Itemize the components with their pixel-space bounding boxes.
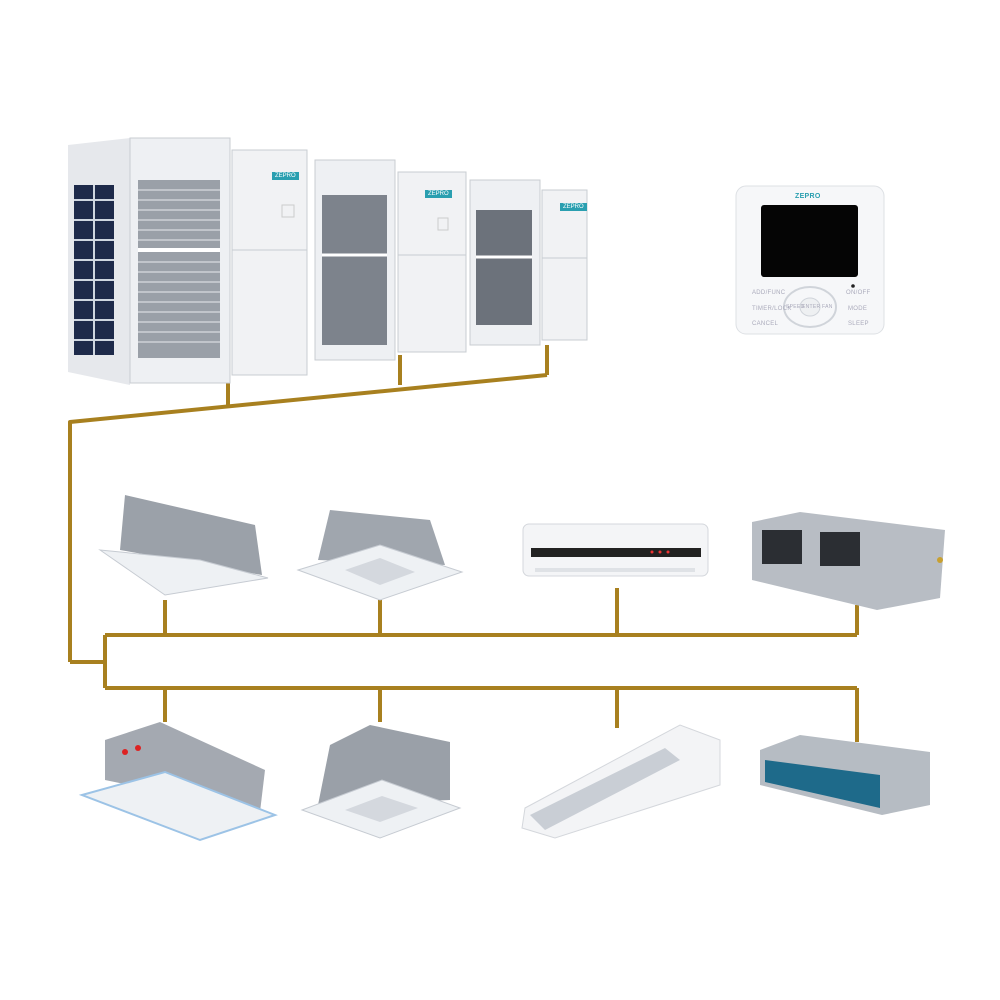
- indoor-unit-four-way-cassette: [296, 510, 464, 601]
- controller-btn-timer-lock: TIMER/LOCK: [752, 306, 792, 312]
- controller-btn-on-off: ON/OFF: [846, 290, 871, 296]
- refrigerant-pipes: [68, 345, 859, 742]
- wired-controller: [735, 185, 885, 335]
- controller-btn-add-func: ADD/FUNC: [752, 290, 786, 296]
- outdoor-unit-1: [68, 137, 308, 385]
- outdoor-unit-3-logo: ZEPRO: [560, 203, 587, 211]
- outdoor-unit-3: [469, 179, 588, 346]
- controller-brand: ZEPRO: [795, 193, 821, 200]
- outdoor-unit-1-logo: ZEPRO: [272, 172, 299, 180]
- indoor-unit-floor-ceiling: [521, 724, 721, 839]
- outdoor-unit-2: [314, 159, 467, 361]
- indoor-unit-ducted: [752, 512, 945, 610]
- controller-btn-fan: FAN: [822, 304, 833, 310]
- controller-btn-sleep: SLEEP: [848, 321, 869, 327]
- outdoor-unit-2-logo: ZEPRO: [425, 190, 452, 198]
- controller-btn-mode: MODE: [848, 306, 868, 312]
- indoor-unit-wall-mounted: [522, 523, 709, 577]
- indoor-unit-one-way-cassette: [98, 495, 269, 596]
- indoor-unit-compact-four-way-cassette: [300, 725, 462, 839]
- controller-btn-enter: ENTER: [802, 304, 821, 310]
- controller-btn-cancel: CANCEL: [752, 321, 779, 327]
- indoor-unit-compact-cassette: [78, 722, 278, 842]
- indoor-unit-slim-duct: [760, 735, 930, 815]
- controller-btn-speed: SPEED: [786, 304, 805, 310]
